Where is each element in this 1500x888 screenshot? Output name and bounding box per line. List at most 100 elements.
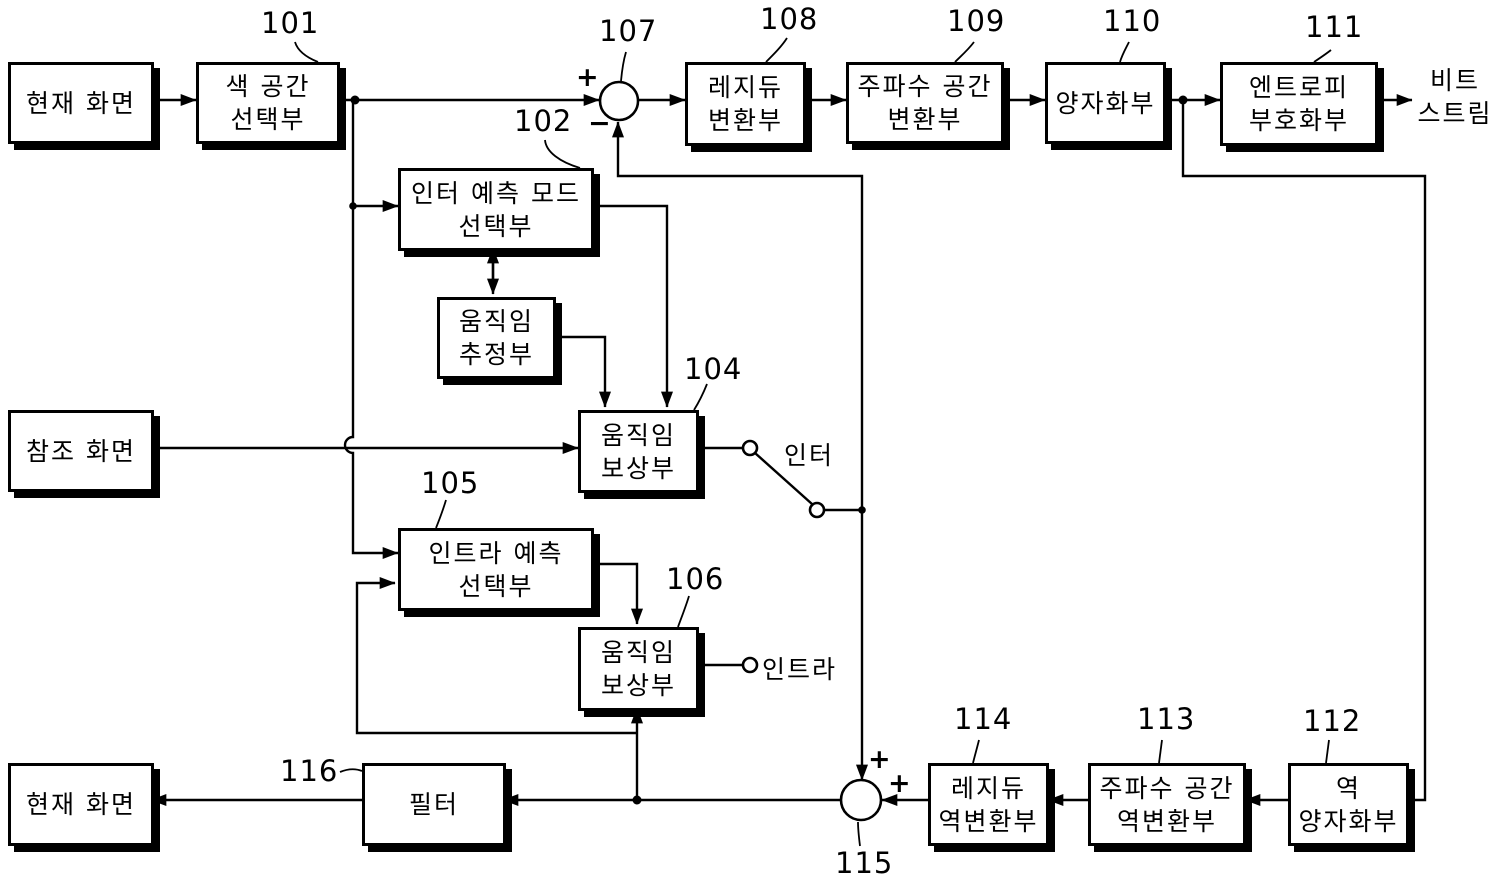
block-116-filter: 필터 xyxy=(362,763,506,846)
adder-115-circle xyxy=(839,778,883,822)
leader-101 xyxy=(294,41,319,63)
block-105-intra-prediction-selector: 인트라 예측 선택부 xyxy=(398,528,594,611)
leader-115 xyxy=(857,821,861,847)
block-101-color-space-selector: 색 공간 선택부 xyxy=(196,62,340,144)
ref-num-107: 107 xyxy=(599,14,658,48)
junction-dot xyxy=(350,95,360,105)
wire-101-branch-to-105 xyxy=(343,100,399,559)
leader-109 xyxy=(954,41,975,63)
ref-num-109: 109 xyxy=(947,4,1006,38)
block-current-frame-top: 현재 화면 xyxy=(8,62,154,144)
ref-num-108: 108 xyxy=(760,2,819,36)
block-104-motion-compensator: 움직임 보상부 xyxy=(578,410,699,493)
adder-107-minus-sign: − xyxy=(588,108,611,139)
block-label-line: 변환부 xyxy=(707,106,783,135)
block-label-line: 변환부 xyxy=(887,105,963,134)
bitstream-output-label: 비트 스트림 xyxy=(1410,64,1500,130)
adder-107-plus-sign: + xyxy=(576,62,599,93)
block-current-frame-bottom: 현재 화면 xyxy=(8,763,154,846)
block-113-frequency-inverse-transform: 주파수 공간 역변환부 xyxy=(1088,763,1246,846)
block-label-line: 부호화부 xyxy=(1248,106,1349,135)
leader-112 xyxy=(1325,739,1330,764)
block-label-line: 주파수 공간 xyxy=(857,72,993,101)
switch-intra-contact xyxy=(741,656,759,674)
block-114-residue-inverse-transform: 레지듀 역변환부 xyxy=(928,763,1049,846)
leader-113 xyxy=(1158,739,1163,764)
ref-num-116: 116 xyxy=(280,754,339,788)
ref-num-114: 114 xyxy=(954,702,1013,736)
block-111-entropy-encoder: 엔트로피 부호화부 xyxy=(1220,62,1378,146)
block-label-line: 인트라 예측 xyxy=(428,538,564,568)
wire-reconstruction-to-105 xyxy=(355,577,637,735)
block-label-line: 역변환부 xyxy=(938,806,1039,836)
block-label-line: 역 xyxy=(1335,773,1361,803)
bitstream-line1: 비트 xyxy=(1429,66,1480,95)
ref-num-110: 110 xyxy=(1103,4,1162,38)
block-label-line: 선택부 xyxy=(458,211,534,241)
block-label: 필터 xyxy=(408,790,459,819)
block-label: 참조 화면 xyxy=(26,436,136,466)
block-106-motion-compensator-intra: 움직임 보상부 xyxy=(578,627,699,711)
adder-115-plus-sign-top: + xyxy=(868,744,891,775)
block-label-line: 주파수 공간 xyxy=(1099,773,1235,803)
block-label: 현재 화면 xyxy=(26,790,136,819)
ref-num-112: 112 xyxy=(1303,704,1362,738)
leader-108 xyxy=(765,37,788,63)
junction-dot xyxy=(858,506,866,514)
block-label-line: 움직임 xyxy=(458,307,534,336)
leader-114 xyxy=(972,739,980,764)
block-label-line: 레지듀 xyxy=(950,773,1026,803)
switch-pole-contact xyxy=(808,501,826,519)
leader-107 xyxy=(620,51,627,82)
block-label-line: 보상부 xyxy=(600,453,676,483)
block-109-frequency-transform: 주파수 공간 변환부 xyxy=(846,62,1004,144)
block-label-line: 보상부 xyxy=(600,671,676,700)
ref-num-102: 102 xyxy=(514,104,573,138)
block-label-line: 역변환부 xyxy=(1116,806,1217,836)
block-108-residue-transform: 레지듀 변환부 xyxy=(685,62,806,146)
block-112-inverse-quantizer: 역 양자화부 xyxy=(1288,763,1409,846)
leader-106 xyxy=(677,595,690,628)
leader-105 xyxy=(435,499,447,529)
block-label: 양자화부 xyxy=(1055,88,1156,118)
junction-dot xyxy=(1178,95,1188,105)
junction-dot xyxy=(632,795,642,805)
block-label-line: 선택부 xyxy=(230,105,306,134)
block-label-line: 양자화부 xyxy=(1298,806,1399,836)
block-label-line: 움직임 xyxy=(600,420,676,450)
block-110-quantizer: 양자화부 xyxy=(1045,62,1166,144)
adder-107-circle xyxy=(598,80,640,122)
block-label-line: 움직임 xyxy=(600,638,676,667)
switch-inter-contact xyxy=(741,439,759,457)
wire-prediction-to-adder107 xyxy=(612,121,864,512)
switch-arm xyxy=(754,452,813,505)
block-label-line: 엔트로피 xyxy=(1248,73,1349,102)
switch-intra-label: 인트라 xyxy=(762,655,838,684)
block-label-line: 레지듀 xyxy=(707,73,783,102)
block-label-line: 선택부 xyxy=(458,571,534,601)
block-label-line: 추정부 xyxy=(458,340,534,369)
bitstream-line2: 스트림 xyxy=(1417,99,1493,128)
block-reference-frame: 참조 화면 xyxy=(8,410,154,492)
leader-111 xyxy=(1313,49,1332,63)
leader-110 xyxy=(1119,41,1130,63)
ref-num-106: 106 xyxy=(666,562,725,596)
junction-dot xyxy=(349,202,357,210)
block-102-inter-prediction-mode-selector: 인터 예측 모드 선택부 xyxy=(398,168,594,251)
ref-num-113: 113 xyxy=(1137,702,1196,736)
block-103-motion-estimator: 움직임 추정부 xyxy=(437,297,556,379)
wire-110-to-112-feedback xyxy=(1181,100,1427,802)
ref-num-104: 104 xyxy=(684,352,743,386)
ref-num-111: 111 xyxy=(1305,10,1364,44)
leader-104 xyxy=(693,383,708,411)
ref-num-101: 101 xyxy=(261,6,320,40)
block-label: 현재 화면 xyxy=(26,88,136,118)
block-label-line: 색 공간 xyxy=(225,72,311,101)
ref-num-105: 105 xyxy=(421,466,480,500)
wire-103-to-104 xyxy=(550,335,611,408)
switch-inter-label: 인터 xyxy=(784,441,835,470)
block-label-line: 인터 예측 모드 xyxy=(411,178,581,208)
ref-num-115: 115 xyxy=(835,846,894,880)
